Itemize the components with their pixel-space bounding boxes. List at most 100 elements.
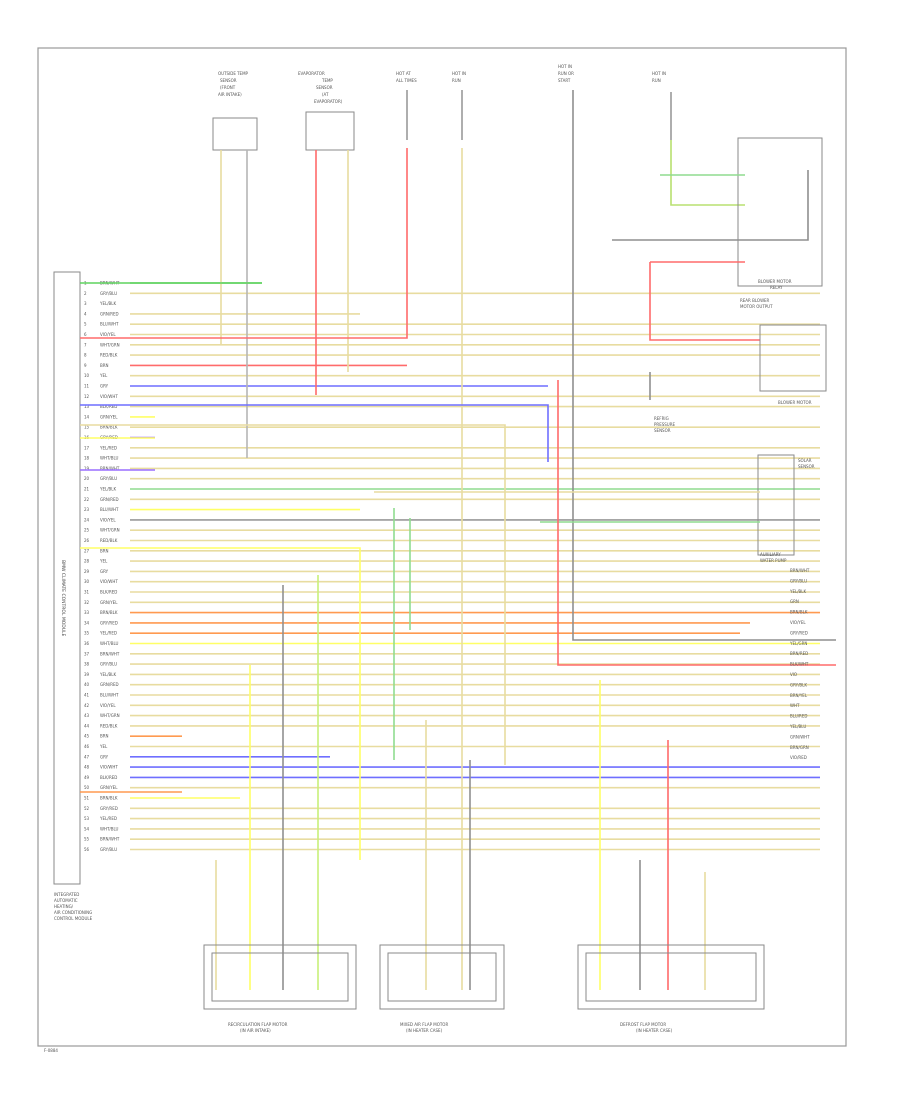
module-wire-label: BRN: [100, 363, 109, 368]
fuse-hot-in-run: HOT IN RUN: [452, 71, 466, 990]
module-wire-label: GRY: [100, 384, 109, 389]
module-wire-label: BLK/RED: [100, 775, 117, 780]
right-wire-label: YEL/BLU: [789, 724, 806, 729]
module-wire-label: YEL: [99, 559, 108, 564]
module-pin-label: 2: [84, 291, 87, 296]
relay-gray-wire: [612, 170, 809, 241]
module-wire-label: YEL/BLK: [99, 672, 117, 677]
evaporator-sensor-line-2: TEMP: [321, 78, 333, 83]
mix-motor-line-2: (IN HEATER CASE): [406, 1028, 443, 1033]
module-bottom-line-5: CONTROL MODULE: [54, 916, 93, 921]
defrost-motor-inner: [585, 952, 757, 1002]
module-wire-label: YEL/RED: [99, 445, 117, 450]
module-pin-label: 50: [84, 785, 90, 790]
module-pin-label: 29: [84, 569, 90, 574]
module-pin-label: 47: [84, 754, 90, 759]
module-pin-label: 5: [84, 322, 87, 327]
recirc-motor-line-2: (IN AIR INTAKE): [240, 1028, 271, 1033]
module-wire-label: VIO/WHT: [100, 579, 118, 584]
outside-temp-sensor-line-3: (FRONT: [220, 85, 236, 90]
solar-sensor-line-1: SOLAR: [798, 458, 812, 463]
module-wire-label: GRY/BLU: [100, 662, 117, 667]
pressure-line-2: PRESSURE: [654, 422, 676, 427]
module-wire-label: BLU/WHT: [100, 507, 119, 512]
module-wire-label: GRN/RED: [100, 497, 119, 502]
blower-relay-box: [737, 137, 823, 287]
fuse-3-line-2: RUN OR: [558, 71, 574, 76]
module-side-label: BMW CLIMATE CONTROL MODULE: [60, 560, 66, 637]
module-pin-label: 30: [84, 579, 90, 584]
outside-temp-sensor-box: [212, 117, 258, 151]
module-wire-label: BRN/BLK: [100, 610, 118, 615]
module-wire-label: BRN/WHT: [100, 466, 120, 471]
right-wire-label: BRN/YEL: [790, 693, 808, 698]
climate-control-module: [53, 271, 81, 885]
right-wire-label: GRY/BLU: [790, 578, 807, 583]
module-wire-label: RED/BLK: [100, 538, 118, 543]
rear-blower-line-1: REAR BLOWER: [740, 298, 770, 303]
module-pin-label: 55: [84, 837, 90, 842]
module-pin-label: 34: [84, 620, 90, 625]
rear-blower-line-2: MOTOR OUTPUT: [740, 304, 773, 309]
module-wire-label: YEL/BLK: [99, 301, 117, 306]
module-wire-label: BRN/WHT: [100, 651, 120, 656]
module-pin-label: 52: [84, 806, 90, 811]
module-wire-label: WHT/BLU: [100, 456, 119, 461]
module-pin-label: 20: [84, 476, 90, 481]
module-pin-label: 10: [84, 373, 90, 378]
module-pin-label: 42: [84, 703, 90, 708]
right-wire-label: BRN/BLK: [790, 610, 808, 615]
blower-motor-label: BLOWER MOTOR: [778, 400, 812, 405]
module-wire-label: VIO/WHT: [100, 394, 118, 399]
fuse-4-line-1: HOT IN: [652, 71, 666, 76]
right-wire-label: BRN/RED: [790, 651, 808, 656]
module-pin-label: 44: [84, 723, 90, 728]
module-pin-label: 11: [84, 384, 90, 389]
module-pin-label: 13: [84, 404, 90, 409]
module-wire-label: GRN/YEL: [100, 414, 118, 419]
module-pin-label: 23: [84, 507, 90, 512]
module-wire-label: YEL/RED: [99, 631, 117, 636]
module-pin-label: 6: [84, 332, 87, 337]
module-bottom-line-4: AIR CONDITIONING: [54, 910, 92, 915]
module-wire-label: YEL: [99, 744, 108, 749]
module-wire-label: BRN/WHT: [100, 837, 120, 842]
module-wire-label: WHT/GRN: [100, 342, 120, 347]
corner-text: F-0884: [44, 1048, 58, 1053]
module-wire-label: BLK/RED: [100, 404, 117, 409]
mix-motor-line-1: MIXED AIR FLAP MOTOR: [400, 1022, 448, 1027]
evaporator-sensor-box: [305, 111, 355, 151]
pressure-line-3: SENSOR: [654, 428, 671, 433]
module-pin-label: 7: [84, 342, 87, 347]
module-wires: [130, 282, 820, 851]
module-pin-label: 48: [84, 765, 90, 770]
outside-temp-sensor-line-4: AIR INTAKE): [218, 92, 242, 97]
module-pin-label: 43: [84, 713, 90, 718]
module-wire-label: BLU/WHT: [100, 693, 119, 698]
module-pin-label: 26: [84, 538, 90, 543]
module-bottom-line-2: AUTOMATIC: [54, 898, 78, 903]
outside-temp-sensor-line-1: OUTSIDE TEMP: [218, 71, 249, 76]
riser-blue: [80, 404, 549, 462]
module-pin-label: 3: [84, 301, 87, 306]
module-pin-label: 4: [84, 311, 87, 316]
module-wire-label: YEL: [99, 373, 108, 378]
blower-relay-line-1: BLOWER MOTOR: [758, 279, 792, 284]
module-wire-label: GRY: [100, 754, 109, 759]
module-pin-label: 15: [84, 425, 90, 430]
fuse-2-line-2: RUN: [452, 78, 461, 83]
fuse-2-line-1: HOT IN: [452, 71, 466, 76]
module-wire-label: GRY/RED: [100, 620, 118, 625]
module-pin-label: 38: [84, 662, 90, 667]
evaporator-sensor-line-5: EVAPORATOR): [314, 99, 343, 104]
pressure-line-1: REFRIG: [654, 416, 669, 421]
diagram-border: [37, 47, 847, 1047]
solar-sensor: SOLAR SENSOR AUXILIARY WATER PUMP: [374, 454, 815, 563]
module-bottom-line-3: HEATING/: [54, 904, 74, 909]
defrost-motor-line-2: (IN HEATER CASE): [636, 1028, 673, 1033]
module-wire-label: VIO/WHT: [100, 765, 118, 770]
module-wire-label: GRY/BLU: [100, 476, 117, 481]
solar-sensor-line-2: SENSOR: [798, 464, 815, 469]
